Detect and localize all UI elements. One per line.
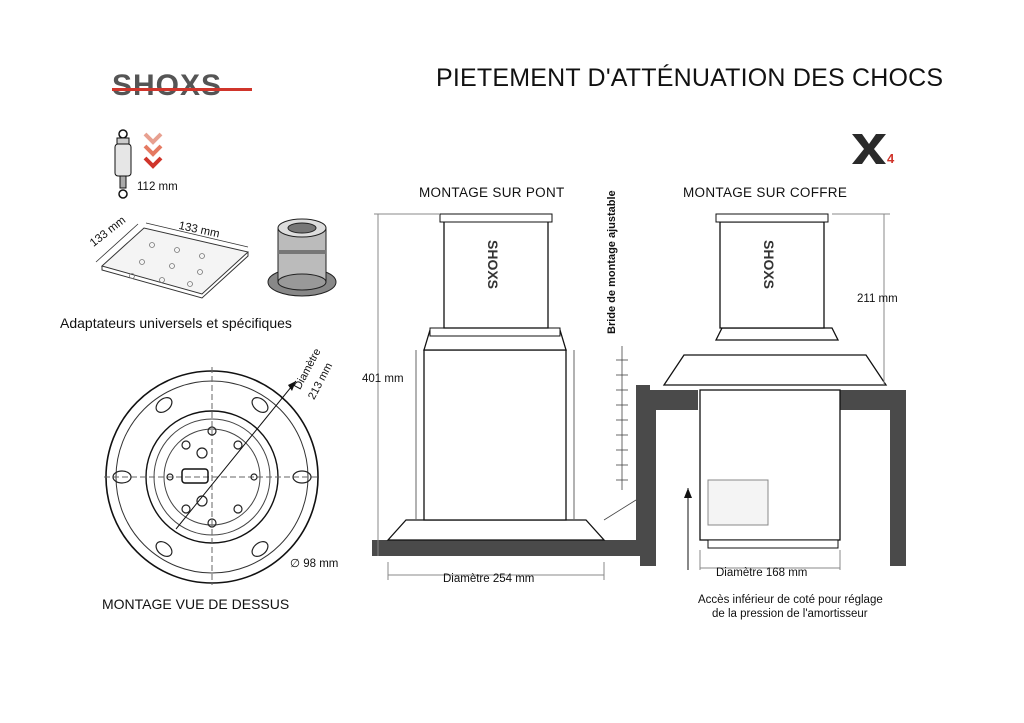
access-note-line2: de la pression de l'amortisseur (712, 608, 868, 620)
top-view-drawing (104, 367, 320, 585)
deck-base-diameter-label: Diamètre 254 mm (443, 573, 535, 585)
x4-badge: 4 (852, 134, 895, 166)
deck-mount-heading: MONTAGE SUR PONT (419, 185, 565, 200)
svg-text:SHOXS: SHOXS (761, 240, 777, 289)
adapter-cylinder-drawing (267, 218, 337, 297)
adapter-plate-drawing (95, 222, 250, 299)
bracket-label: Bride de montage ajustable (606, 190, 618, 334)
box-mount-heading: MONTAGE SUR COFFRE (683, 185, 848, 200)
deck-height-label: 401 mm (362, 373, 404, 385)
hole-diameter-label: ∅ 98 mm (290, 558, 339, 570)
shock-length-label: 112 mm (137, 181, 178, 193)
svg-text:4: 4 (887, 151, 895, 166)
shoxs-logo: SHOXS (112, 70, 252, 100)
page-title: PIETEMENT D'ATTÉNUATION DES CHOCS (436, 64, 944, 92)
adapters-caption: Adaptateurs universels et spécifiques (60, 315, 292, 331)
compression-chevrons-icon (143, 132, 163, 169)
svg-text:SHOXS: SHOXS (485, 240, 501, 289)
shock-absorber-icon (114, 129, 132, 199)
svg-text:SHOXS: SHOXS (112, 70, 222, 100)
box-diameter-label: Diamètre 168 mm (716, 567, 808, 579)
access-note-line1: Accès inférieur de coté pour réglage (698, 594, 883, 606)
top-view-caption: MONTAGE VUE DE DESSUS (102, 596, 290, 612)
deck-mount-drawing: SHOXS (372, 213, 650, 580)
box-mount-drawing: SHOXS (640, 213, 906, 570)
box-height-label: 211 mm (857, 293, 898, 305)
